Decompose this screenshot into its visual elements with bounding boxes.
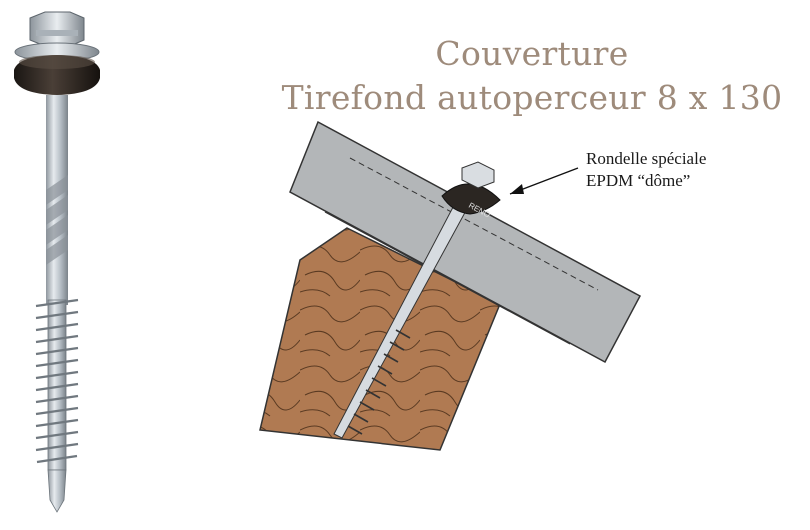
washer-callout: Rondelle spéciale EPDM “dôme” xyxy=(586,148,806,192)
callout-line-2: EPDM “dôme” xyxy=(586,171,691,190)
title-line-2: Tirefond autoperceur 8 x 130 xyxy=(281,78,783,117)
callout-line-1: Rondelle spéciale xyxy=(586,149,707,168)
title-line-1: Couverture xyxy=(435,34,629,73)
title: Couverture Tirefond autoperceur 8 x 130 xyxy=(262,32,802,120)
